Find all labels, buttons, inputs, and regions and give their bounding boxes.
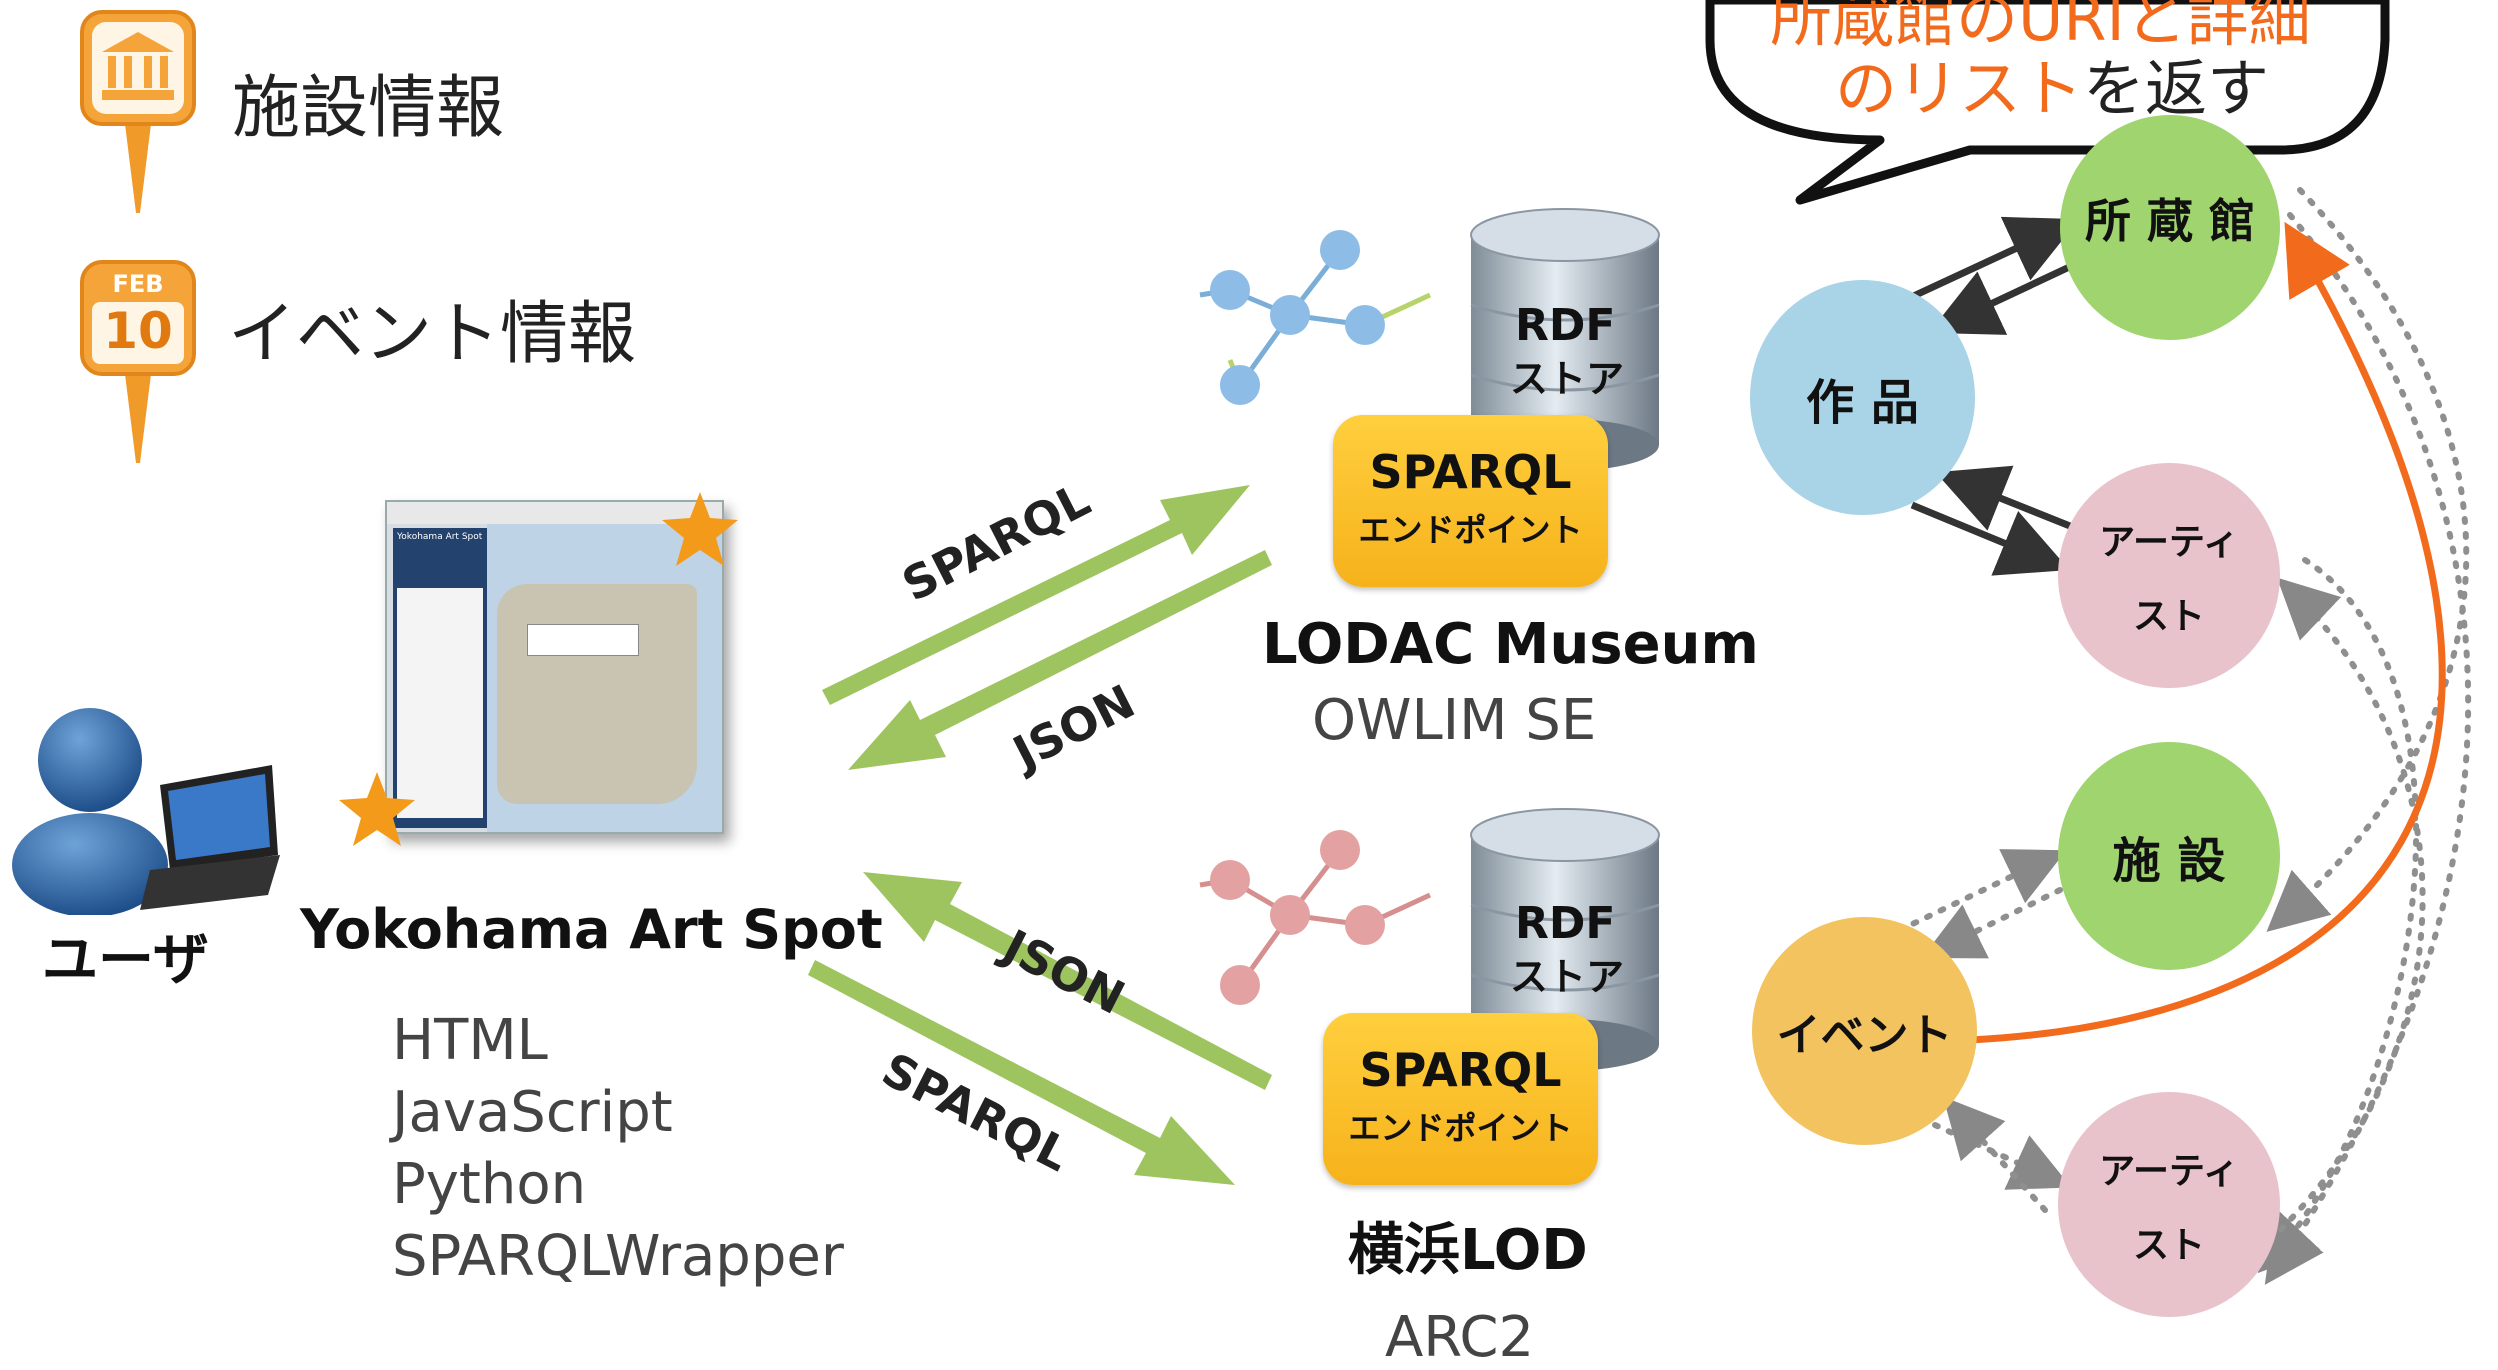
yokohama-sparql-endpoint: SPARQL エンドポイント [1323, 1013, 1598, 1185]
user-label: ユーザ [42, 928, 209, 993]
node-event-label: イベント [1776, 1010, 1953, 1061]
arrow-bottom-request [808, 960, 1235, 1185]
app-tech-sparqlwrapper: SPARQLWrapper [392, 1224, 844, 1289]
app-sidebar: Yokohama Art Spot [393, 528, 487, 828]
node-artist-bottom-line2: スト [2132, 1224, 2205, 1266]
rdf-graph-icon [1199, 830, 1432, 1005]
arrow-bottom-response [863, 872, 1272, 1090]
calendar-month: FEB [112, 270, 164, 298]
app-name: Yokohama Art Spot [300, 898, 883, 961]
app-tech-javascript: JavaScript [392, 1080, 673, 1145]
screenshot-title: Yokohama Art Spot [397, 532, 483, 542]
arrow-top-response [848, 550, 1272, 770]
lodac-engine: OWLIM SE [1312, 688, 1597, 753]
yokohama-store-label: ストア [1510, 955, 1625, 999]
arrow-top-request [822, 485, 1250, 705]
event-legend-label: イベント情報 [228, 295, 637, 374]
endpoint-subtitle: エンドポイント [1348, 1109, 1573, 1147]
rdf-graph-icon [1199, 230, 1432, 405]
node-event: イベント [1752, 917, 1977, 1145]
node-artist-top: アーティ スト [2058, 463, 2280, 688]
user-with-laptop-icon [10, 685, 280, 917]
app-tech-python: Python [392, 1152, 587, 1217]
bubble-line2-orange: のリスト [1835, 52, 2084, 125]
bubble-line2-black: を返す [2083, 52, 2270, 125]
lodac-rdf-label: RDF [1515, 300, 1616, 351]
star-icon [337, 770, 417, 850]
node-museum-label: 所 蔵 館 [2084, 193, 2256, 248]
node-artist-bottom: アーティ スト [2058, 1092, 2280, 1317]
bubble-line2: のリストを返す [1835, 38, 2269, 128]
map-area [487, 524, 722, 832]
lodac-store-label: ストア [1510, 357, 1625, 401]
lodac-name: LODAC Museum [1262, 612, 1759, 677]
yokohama-lod-engine: ARC2 [1385, 1305, 1535, 1370]
node-work-label: 作 品 [1806, 374, 1919, 431]
bubble-line1: 所蔵館のURIと詳細 [1770, 0, 2311, 55]
star-icon [660, 490, 740, 570]
endpoint-subtitle: エンドポイント [1358, 511, 1583, 549]
endpoint-title: SPARQL [1369, 445, 1572, 499]
node-artist-top-line1: アーティ [2099, 521, 2239, 563]
app-screenshot-thumbnail: Yokohama Art Spot [385, 500, 724, 834]
node-artist-top-line2: スト [2132, 595, 2205, 637]
yokohama-rdf-label: RDF [1515, 898, 1616, 949]
calendar-day: 10 [103, 302, 173, 360]
node-facility: 施 設 [2058, 742, 2280, 970]
node-work: 作 品 [1750, 280, 1975, 515]
app-tech-html: HTML [392, 1008, 548, 1073]
endpoint-title: SPARQL [1359, 1043, 1562, 1097]
facility-legend-label: 施設情報 [232, 69, 505, 148]
facility-pin-icon [78, 8, 198, 218]
lodac-sparql-endpoint: SPARQL エンドポイント [1333, 415, 1608, 587]
node-artist-bottom-line1: アーティ [2099, 1150, 2239, 1192]
calendar-pin-icon: FEB 10 [78, 258, 198, 468]
node-facility-label: 施 設 [2112, 833, 2226, 889]
node-museum: 所 蔵 館 [2060, 115, 2280, 340]
yokohama-lod-name: 横浜LOD [1348, 1218, 1588, 1283]
